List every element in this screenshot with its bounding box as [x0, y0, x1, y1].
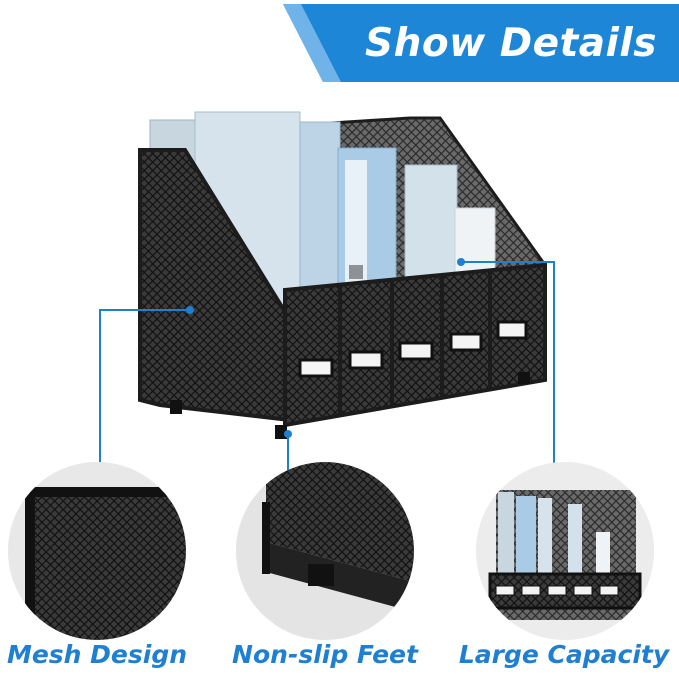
callout-lines	[99, 258, 555, 478]
caption-non-slip-feet: Non-slip Feet	[232, 640, 418, 669]
product-illustration	[138, 111, 547, 439]
caption-large-capacity: Large Capacity	[458, 640, 670, 669]
banner-title: Show Details	[365, 20, 657, 66]
foot-detail-icon	[236, 462, 414, 640]
mesh-detail-icon	[8, 462, 186, 640]
banner-shape	[283, 4, 679, 82]
caption-mesh-design: Mesh Design	[6, 640, 188, 669]
capacity-detail-icon	[476, 462, 654, 640]
show-details-banner: Show Details	[283, 4, 679, 82]
